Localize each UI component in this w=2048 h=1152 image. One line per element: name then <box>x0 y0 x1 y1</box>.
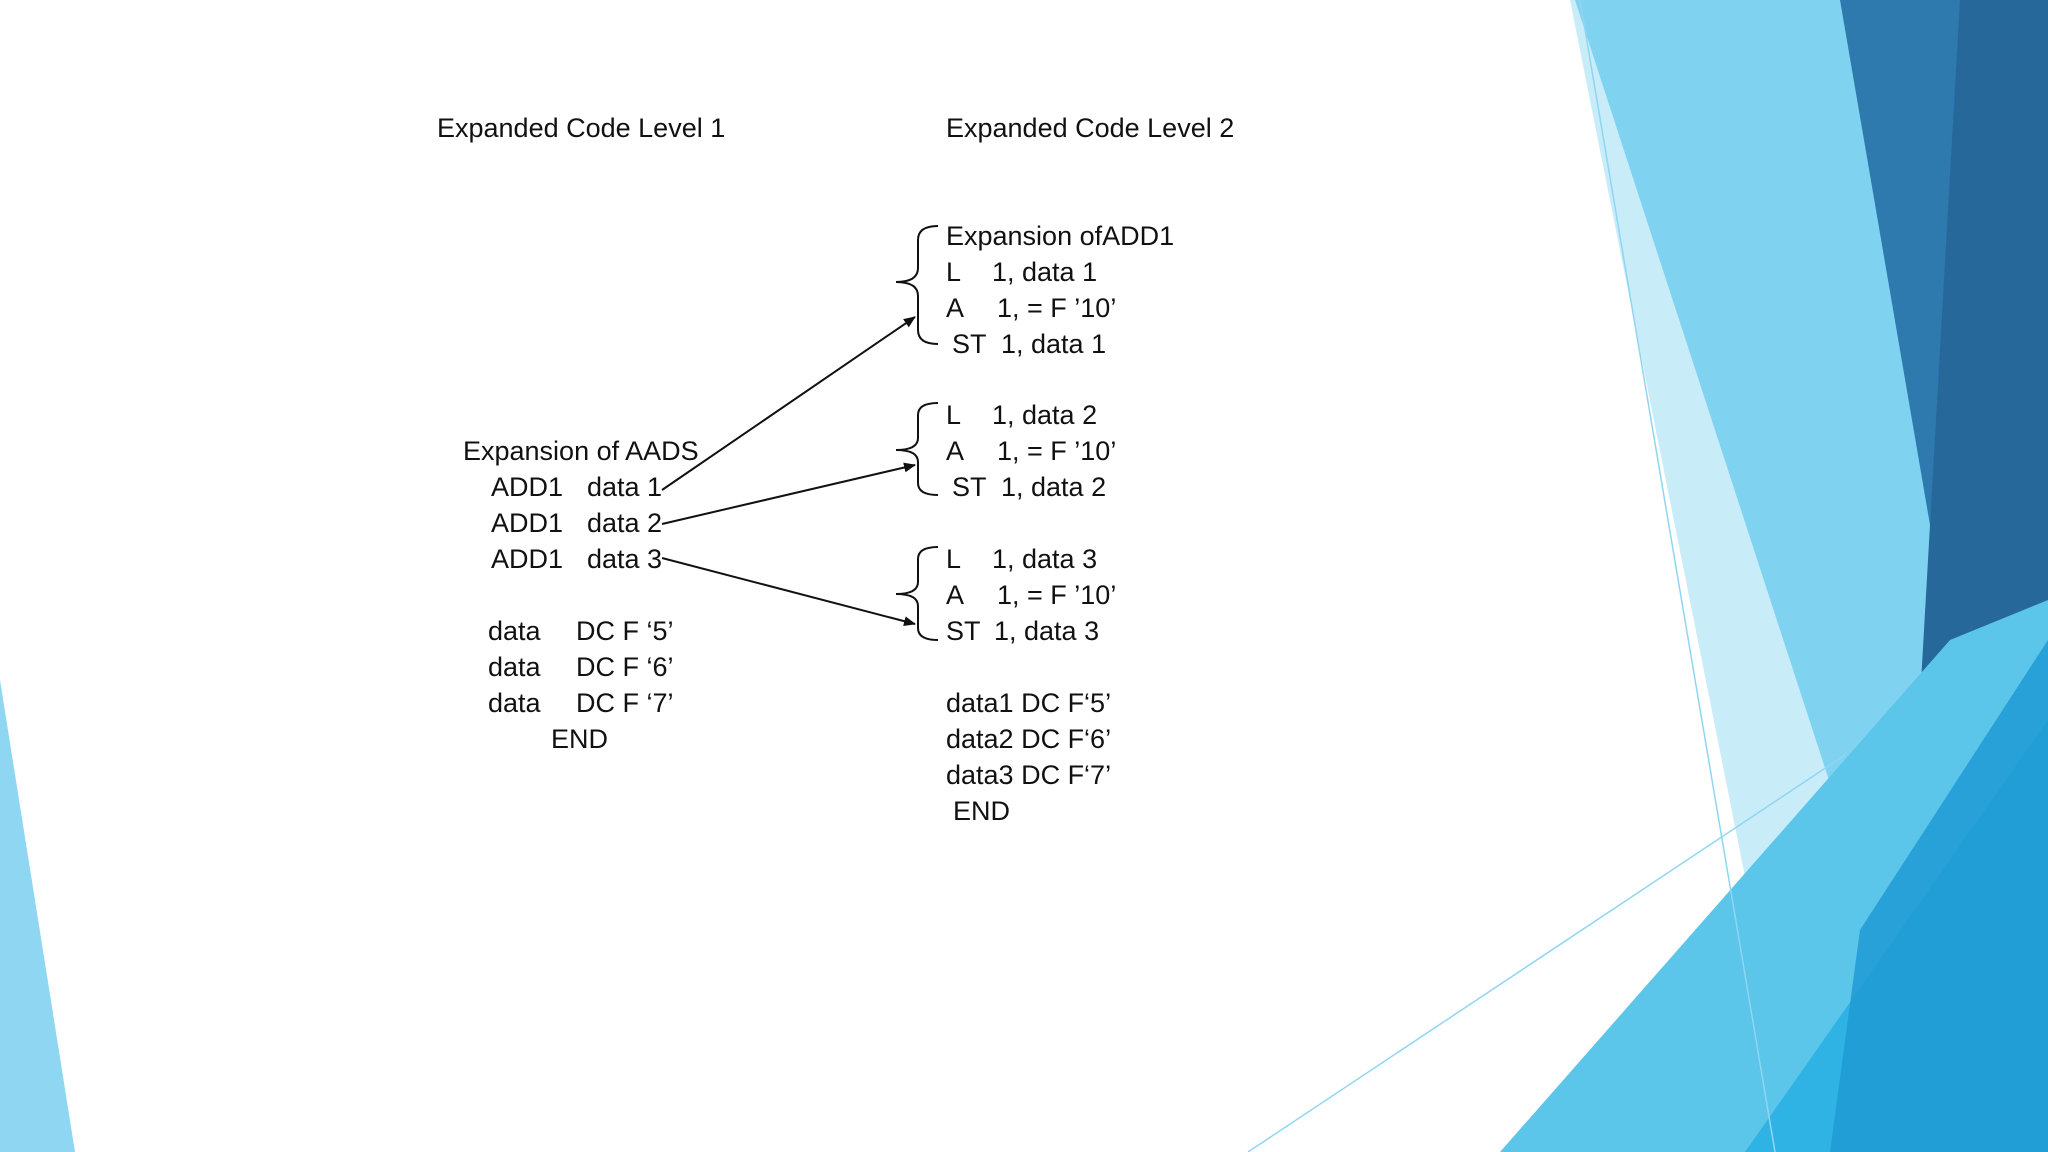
heading-level-2: Expanded Code Level 2 <box>946 113 1235 143</box>
brace-block-2 <box>895 402 939 496</box>
level2-line-arg: 1, data 3 <box>992 544 1098 574</box>
level1-decl-def: DC F ‘5’ <box>576 616 674 646</box>
arrow-call-3-to-block-3 <box>661 557 916 627</box>
level2-title: Expansion ofADD1 <box>946 221 1175 251</box>
level2-line-arg: 1, = F ’10’ <box>997 580 1117 610</box>
level1-decl-def: DC F ‘6’ <box>576 652 674 682</box>
arrow-call-1-to-block-1 <box>661 316 916 491</box>
level1-decl-name: data <box>488 688 541 718</box>
level2-line-arg: 1, data 2 <box>992 400 1098 430</box>
brace-block-1 <box>895 225 939 345</box>
level2-line-op: ST <box>952 472 987 502</box>
level2-line-arg: 1, = F ’10’ <box>997 436 1117 466</box>
thin-diagonal-line-2 <box>1247 754 1846 1152</box>
level2-decl: data3 DC F‘7’ <box>946 760 1112 790</box>
level2-line-op: ST <box>946 616 981 646</box>
level2-decl: data1 DC F‘5’ <box>946 688 1112 718</box>
heading-level-1: Expanded Code Level 1 <box>437 113 726 143</box>
left-accent-shape <box>0 680 75 1152</box>
level2-line-op: L <box>946 257 962 287</box>
level2-line-op: L <box>946 544 962 574</box>
level2-line-arg: 1, data 3 <box>994 616 1100 646</box>
bottom-blue-wedge <box>1830 640 2048 1152</box>
level2-end: END <box>953 796 1011 826</box>
brace-block-3 <box>895 546 939 641</box>
level1-call-op: ADD1 <box>491 508 564 538</box>
level1-decl-name: data <box>488 652 541 682</box>
level2-line-op: A <box>946 580 965 610</box>
level1-end: END <box>551 724 609 754</box>
level1-call-op: ADD1 <box>491 472 564 502</box>
level2-line-op: A <box>946 293 965 323</box>
level2-line-arg: 1, data 2 <box>1001 472 1107 502</box>
level1-call-arg: data 2 <box>587 508 663 538</box>
thin-diagonal-line-1 <box>1579 0 1776 1152</box>
level2-line-op: ST <box>952 329 987 359</box>
level1-call-arg: data 3 <box>587 544 663 574</box>
level2-line-arg: 1, = F ’10’ <box>997 293 1117 323</box>
level1-call-op: ADD1 <box>491 544 564 574</box>
level2-line-arg: 1, data 1 <box>1001 329 1107 359</box>
level2-line-op: A <box>946 436 965 466</box>
level1-decl-name: data <box>488 616 541 646</box>
level1-call-arg: data 1 <box>587 472 663 502</box>
level2-line-arg: 1, data 1 <box>992 257 1098 287</box>
level1-decl-def: DC F ‘7’ <box>576 688 674 718</box>
level2-decl: data2 DC F‘6’ <box>946 724 1112 754</box>
level1-title: Expansion of AADS <box>463 436 699 466</box>
arrow-call-2-to-block-2 <box>661 462 916 525</box>
level2-line-op: L <box>946 400 962 430</box>
right-darkest-panel <box>1920 0 2048 700</box>
